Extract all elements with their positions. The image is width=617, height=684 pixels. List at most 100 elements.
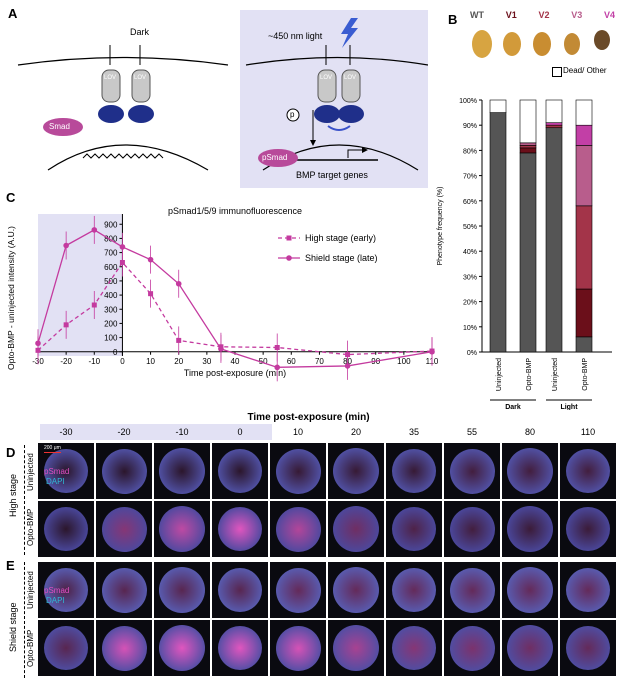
c-xtick-label: -20 bbox=[60, 357, 72, 366]
high-stage-point bbox=[119, 260, 125, 265]
embryo bbox=[101, 448, 147, 494]
time-header: -30 bbox=[59, 427, 73, 437]
panel-c-label: C bbox=[6, 190, 16, 205]
c-ytick-label: 700 bbox=[104, 249, 118, 258]
micrograph bbox=[386, 443, 442, 499]
d-row2-label: Opto-BMP bbox=[26, 508, 35, 546]
embryo bbox=[159, 448, 205, 494]
bar-segment-v2 bbox=[575, 205, 593, 290]
b-ytick-label: 50% bbox=[463, 224, 477, 231]
pre-exposure-band bbox=[40, 424, 272, 440]
c-xtick-label: 40 bbox=[231, 357, 240, 366]
micrograph bbox=[560, 620, 616, 676]
dapi-channel-label: DAPI bbox=[46, 596, 65, 605]
bar-segment-v4 bbox=[545, 122, 563, 126]
phenotype-labels: WT V1 V2 V3 V4 bbox=[470, 10, 615, 20]
micrograph bbox=[386, 620, 442, 676]
panel-b-label: B bbox=[448, 12, 458, 27]
micrograph bbox=[154, 443, 210, 499]
micrograph bbox=[270, 562, 326, 618]
embryo bbox=[101, 567, 147, 613]
embryo bbox=[333, 448, 379, 494]
pheno-v4: V4 bbox=[603, 10, 615, 20]
legend-high-label: High stage (early) bbox=[305, 233, 376, 243]
embryo bbox=[507, 567, 553, 613]
shield-stage-point bbox=[35, 340, 41, 347]
micrograph bbox=[502, 562, 558, 618]
time-title: Time post-exposure (min) bbox=[247, 412, 370, 423]
lightning-icon bbox=[341, 18, 358, 48]
bar-segment-v1 bbox=[519, 147, 537, 154]
b-xtick-label: Opto-BMP bbox=[526, 358, 533, 391]
high-stage-point bbox=[63, 322, 69, 328]
shield-stage-point bbox=[344, 363, 351, 369]
dark-group-label: Dark bbox=[505, 404, 521, 410]
micrograph bbox=[444, 501, 500, 557]
transcription-arrow bbox=[347, 149, 362, 158]
micrograph bbox=[38, 501, 94, 557]
c-xlabel: Time post-exposure (min) bbox=[184, 368, 286, 378]
high-stage-divider bbox=[24, 445, 25, 555]
embryo bbox=[218, 449, 262, 493]
legend-high-marker bbox=[286, 235, 292, 241]
micrograph bbox=[154, 501, 210, 557]
embryo bbox=[392, 568, 436, 612]
micrograph bbox=[96, 443, 152, 499]
micrograph bbox=[270, 443, 326, 499]
time-header: 110 bbox=[580, 427, 596, 437]
embryo bbox=[333, 625, 379, 671]
micrograph bbox=[502, 620, 558, 676]
micrograph bbox=[444, 562, 500, 618]
bar-segment-wt bbox=[545, 127, 563, 353]
micrograph bbox=[154, 562, 210, 618]
embryo bbox=[449, 567, 495, 613]
embryo bbox=[44, 507, 88, 551]
target-genes-label: BMP target genes bbox=[296, 170, 368, 180]
membrane-light bbox=[245, 56, 428, 66]
bar-segment-wt bbox=[489, 112, 507, 353]
bar-segment-dead-other bbox=[575, 99, 593, 126]
embryo bbox=[392, 507, 436, 551]
micrograph bbox=[96, 501, 152, 557]
micrograph bbox=[38, 620, 94, 676]
panel-a-label: A bbox=[8, 6, 18, 21]
lov-label-1: LOV bbox=[104, 75, 117, 81]
bar-segment-v4 bbox=[575, 124, 593, 146]
embryo bbox=[449, 625, 495, 671]
b-ytick-label: 70% bbox=[463, 174, 477, 181]
c-ytick-label: 300 bbox=[104, 305, 118, 314]
bar-segment-v1 bbox=[575, 288, 593, 338]
micrograph bbox=[386, 501, 442, 557]
lov-dark-1 bbox=[98, 105, 124, 123]
d-opto-row bbox=[38, 501, 616, 557]
c-xtick-label: 60 bbox=[287, 357, 296, 366]
high-stage-point bbox=[274, 345, 280, 350]
dead-legend-box bbox=[552, 67, 562, 77]
b-ytick-label: 100% bbox=[459, 98, 477, 105]
shield-stage-label: Shield stage bbox=[8, 602, 18, 652]
type1-kinase-dark bbox=[101, 69, 121, 103]
nucleus-dark bbox=[47, 144, 209, 171]
legend-shield-marker bbox=[286, 255, 292, 261]
micrograph bbox=[560, 501, 616, 557]
b-ytick-label: 80% bbox=[463, 148, 477, 155]
embryo bbox=[159, 506, 205, 552]
micrograph bbox=[328, 443, 384, 499]
b-ytick-label: 20% bbox=[463, 300, 477, 307]
psmad-channel-label: pSmad bbox=[44, 467, 70, 476]
type2-kinase-light bbox=[341, 69, 361, 103]
micrograph bbox=[444, 620, 500, 676]
phenotype-bar-chart: 0%10%20%30%40%50%60%70%80%90%100%Phenoty… bbox=[437, 98, 612, 410]
micrograph bbox=[444, 443, 500, 499]
shield-stage-point bbox=[274, 364, 281, 371]
embryo bbox=[449, 506, 495, 552]
dark-title: Dark bbox=[130, 27, 150, 37]
high-stage-label: High stage bbox=[8, 473, 18, 517]
c-ytick-label: 200 bbox=[104, 319, 118, 328]
embryo bbox=[275, 506, 321, 552]
shield-stage-divider bbox=[24, 562, 25, 678]
